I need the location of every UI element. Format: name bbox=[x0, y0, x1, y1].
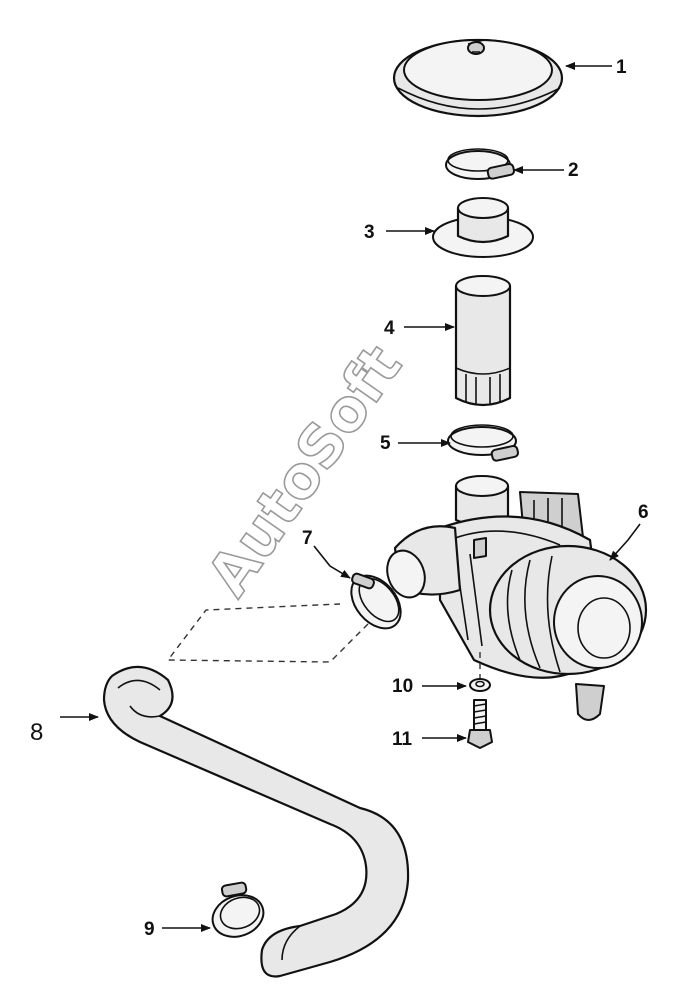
part-cap bbox=[392, 38, 564, 118]
leader-7 bbox=[313, 545, 351, 579]
part-washer bbox=[469, 678, 491, 692]
callout-10: 10 bbox=[392, 676, 413, 697]
callout-6: 6 bbox=[638, 502, 649, 523]
leader-6 bbox=[609, 523, 641, 561]
part-air-cleaner bbox=[386, 475, 648, 721]
callout-9: 9 bbox=[144, 919, 155, 940]
part-flange-adapter bbox=[432, 197, 534, 258]
callout-2: 2 bbox=[568, 160, 579, 181]
part-clamp-lower bbox=[447, 424, 519, 462]
callout-8: 8 bbox=[30, 719, 43, 746]
part-clamp-bottom bbox=[211, 881, 265, 938]
callout-11: 11 bbox=[392, 729, 413, 750]
part-bolt bbox=[467, 699, 493, 749]
part-pipe bbox=[454, 275, 512, 407]
callout-4: 4 bbox=[384, 318, 395, 339]
alignment-line-hose bbox=[166, 603, 369, 663]
part-hose bbox=[102, 665, 410, 978]
watermark-text: AutoSoft bbox=[194, 333, 415, 608]
part-clamp-side bbox=[350, 572, 402, 630]
callout-7: 7 bbox=[302, 528, 313, 549]
part-clamp-upper bbox=[445, 148, 515, 180]
callout-5: 5 bbox=[380, 433, 391, 454]
callout-3: 3 bbox=[364, 222, 375, 243]
callout-1: 1 bbox=[616, 57, 627, 78]
